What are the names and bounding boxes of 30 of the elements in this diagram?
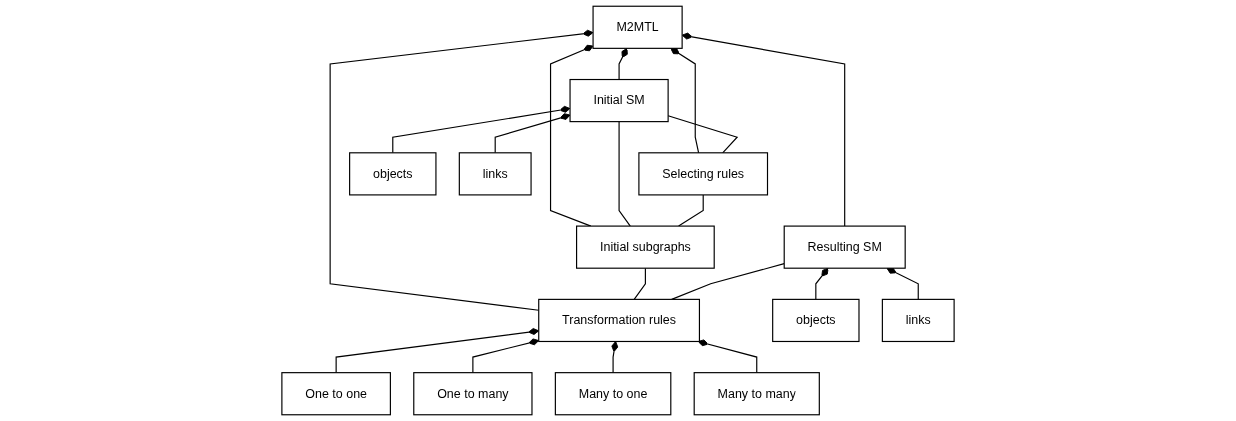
node-box: Many to one [554,372,672,416]
connector [494,113,571,154]
node-box: Selecting rules [638,152,769,196]
node-box: objects [772,298,860,343]
connector [335,328,540,374]
node-box: Initial SM [569,78,669,123]
connector [618,121,631,227]
node-box: Initial subgraphs [576,225,715,269]
connector [815,267,829,300]
connector [886,267,919,300]
connector [678,194,704,227]
connector [671,263,785,300]
node-box: M2MTL [592,5,683,49]
node-box: links [458,152,532,196]
connector [633,267,646,300]
connector [392,105,571,154]
node-box: Many to many [693,372,820,416]
node-box: One to many [413,372,533,416]
connector [472,338,540,374]
connector [670,47,700,154]
node-box: objects [349,152,437,196]
connector [611,340,619,374]
connector [618,47,628,81]
node-box: One to one [281,372,391,416]
node-box: Resulting SM [783,225,906,269]
connector [329,29,594,311]
node-box: links [881,298,955,343]
connector [549,44,594,227]
connector [697,339,758,374]
node-box: Transformation rules [538,298,700,343]
